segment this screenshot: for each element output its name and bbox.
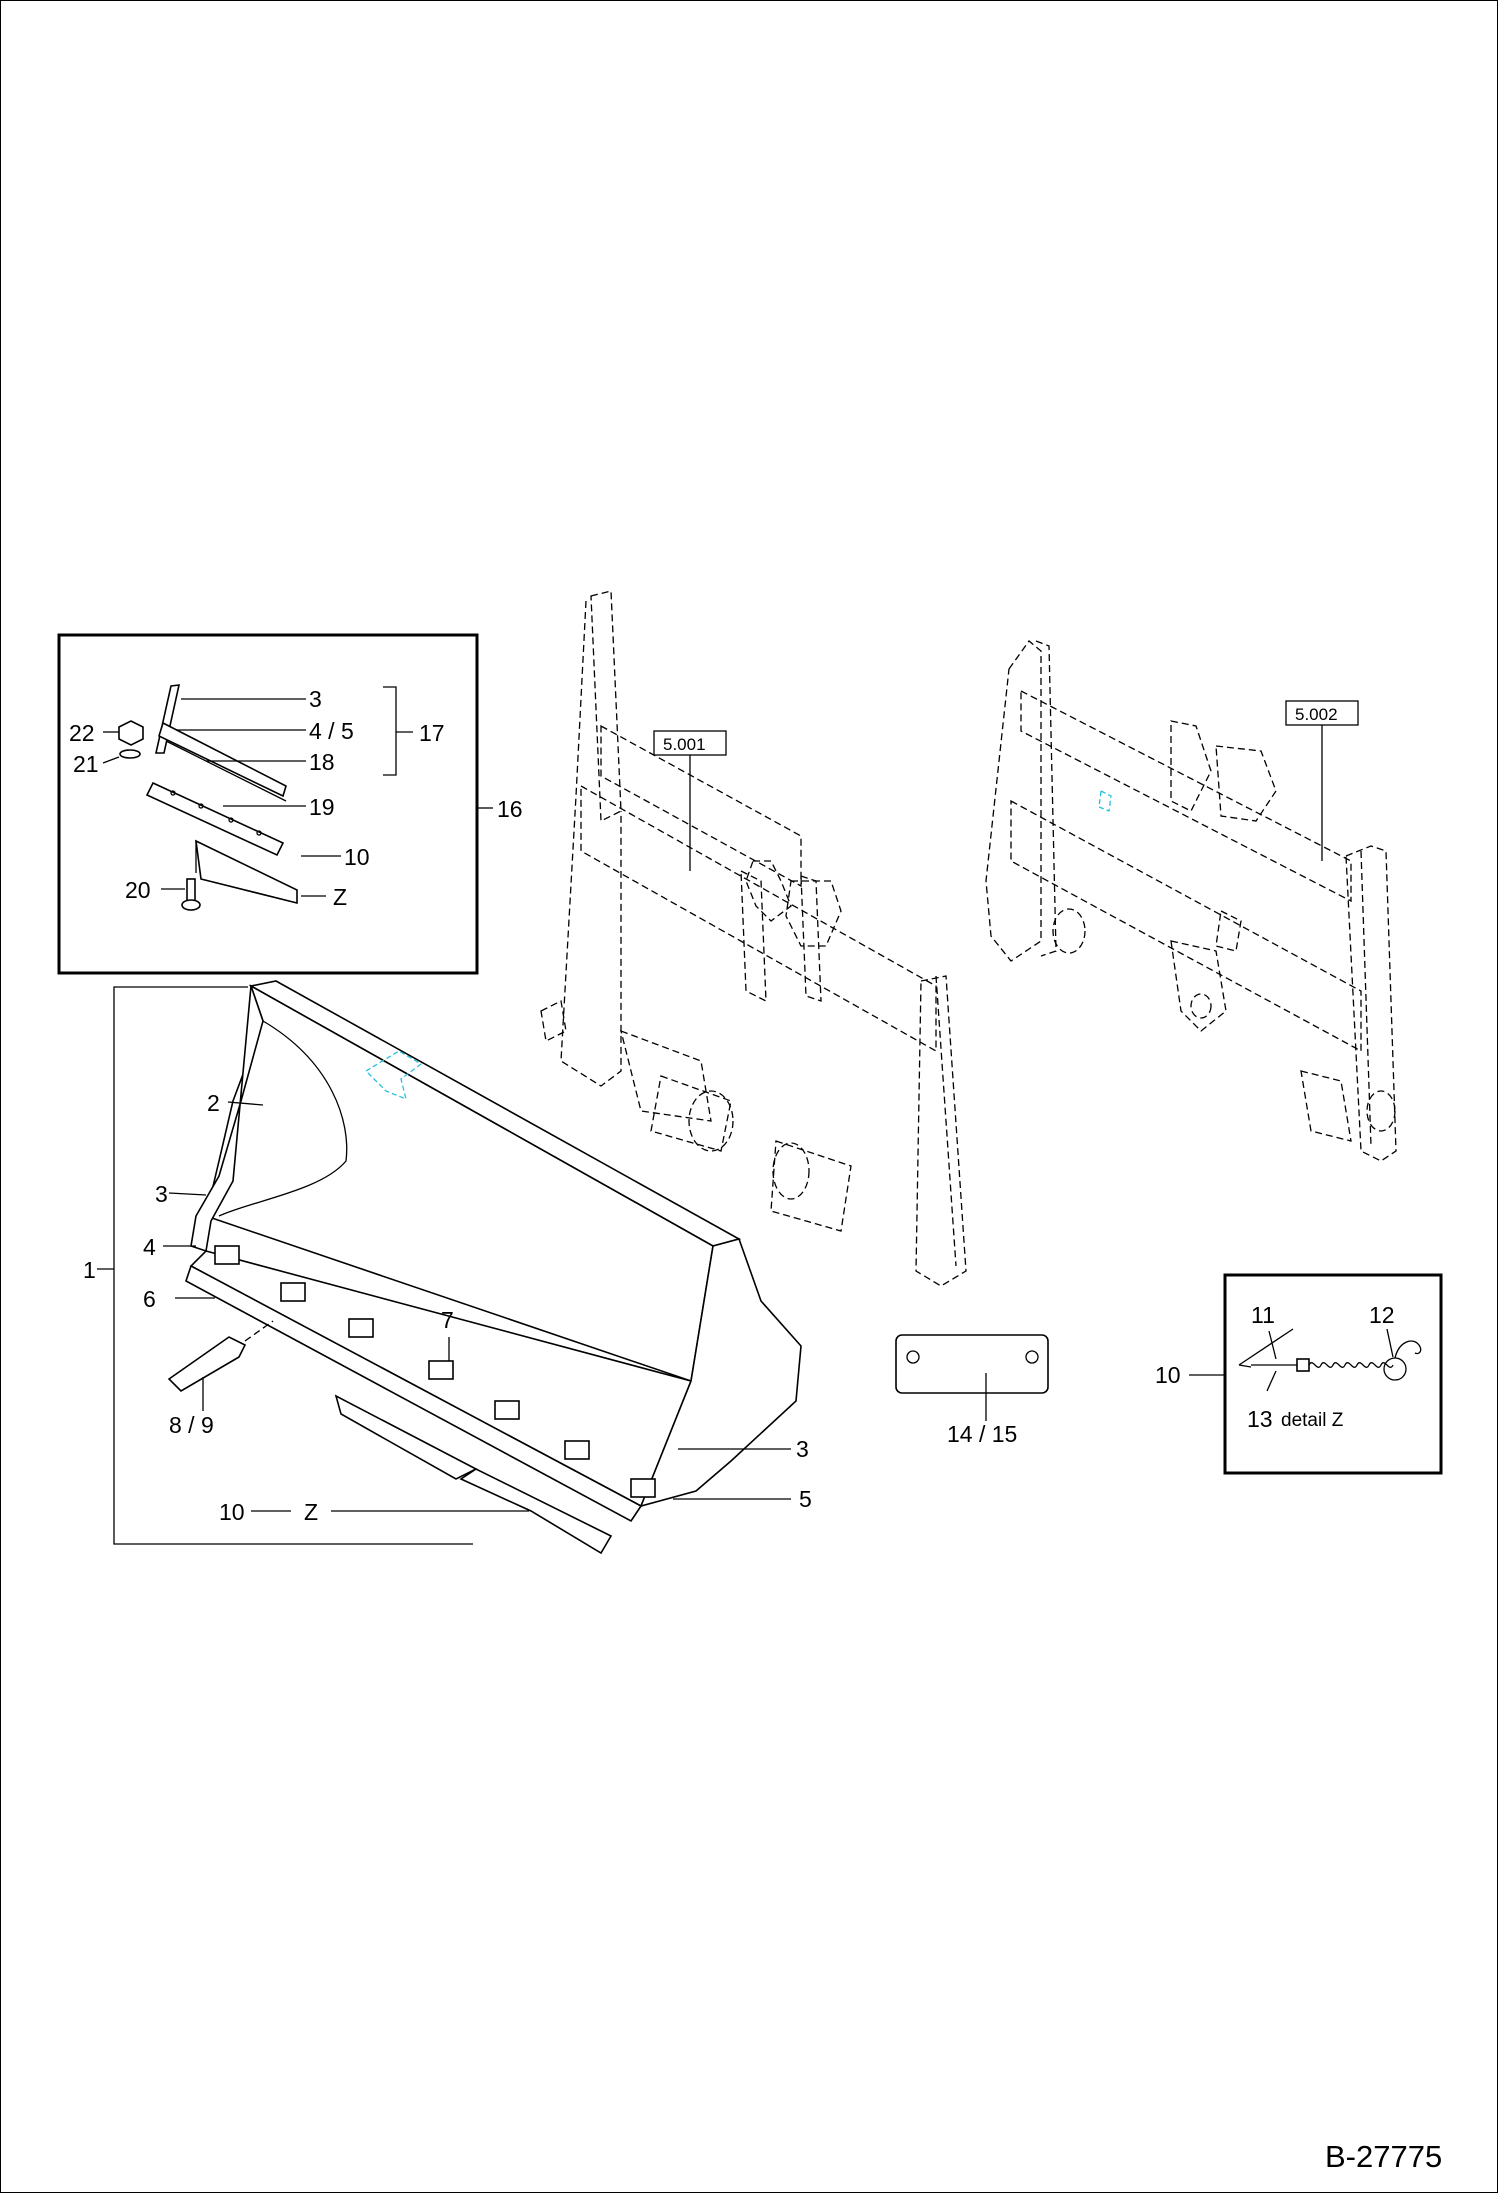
- callout-16: 16: [497, 796, 523, 822]
- callout-17: 17: [419, 720, 445, 746]
- bucket-assembly: 1 2 3 4 6 7 8 / 9 3 5 10 Z: [83, 980, 812, 1555]
- callout-2: 2: [207, 1090, 220, 1116]
- callout-3-inset: 3: [309, 686, 322, 712]
- callout-18: 18: [309, 749, 335, 775]
- callout-22: 22: [69, 720, 95, 746]
- quick-coupler-5-001: 5.001: [540, 590, 967, 1287]
- callout-4-5: 4 / 5: [309, 718, 354, 744]
- callout-10-bucket: 10: [219, 1499, 245, 1525]
- callout-14-15: 14 / 15: [947, 1421, 1017, 1447]
- callout-5: 5: [799, 1486, 812, 1512]
- callout-12: 12: [1369, 1302, 1395, 1328]
- callout-21: 21: [73, 751, 99, 777]
- callout-z-bucket: Z: [304, 1499, 318, 1525]
- callout-3-bucket-left: 3: [155, 1181, 168, 1207]
- callout-z-inset: Z: [333, 884, 347, 910]
- callout-11: 11: [1251, 1302, 1275, 1328]
- callout-10-inset: 10: [344, 844, 370, 870]
- ref-5-001: 5.001: [663, 735, 706, 754]
- drawing-number: B-27775: [1325, 2139, 1442, 2174]
- quick-coupler-5-002: 5.002: [985, 640, 1397, 1162]
- callout-10-detail: 10: [1155, 1362, 1181, 1388]
- ref-5-002: 5.002: [1295, 705, 1338, 724]
- callout-20: 20: [125, 877, 151, 903]
- detail-z-label: detail Z: [1281, 1410, 1344, 1431]
- bucket-teeth: [214, 1245, 656, 1498]
- callout-7: 7: [441, 1307, 454, 1333]
- callout-1: 1: [83, 1257, 96, 1283]
- detail-z-inset: 11 12 13 detail Z 10: [1155, 1273, 1443, 1475]
- callout-3-bucket-right: 3: [796, 1436, 809, 1462]
- callout-19: 19: [309, 794, 335, 820]
- callout-4: 4: [143, 1234, 156, 1260]
- callout-8-9: 8 / 9: [169, 1412, 214, 1438]
- plate-14-15: 14 / 15: [895, 1334, 1049, 1447]
- callout-6: 6: [143, 1286, 156, 1312]
- detail-inset-16: 3 4 / 5 18 19 10 Z 22 21 20 17 16: [57, 633, 523, 975]
- callout-13: 13: [1247, 1406, 1273, 1432]
